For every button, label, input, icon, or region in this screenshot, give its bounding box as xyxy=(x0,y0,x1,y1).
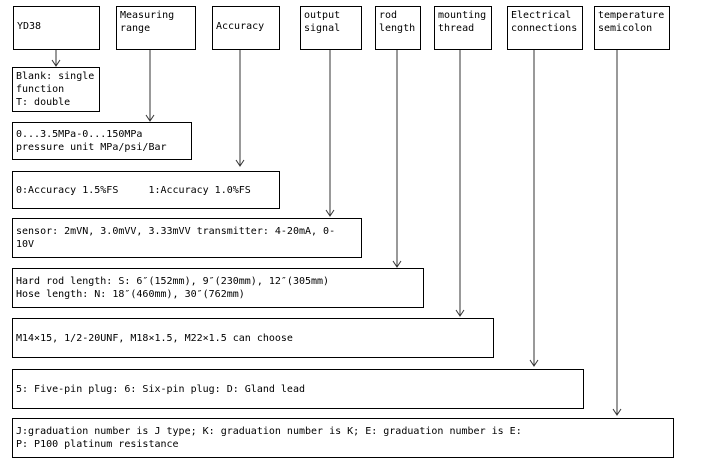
header-rod-length: rod length xyxy=(375,6,421,50)
header-electrical-connections: Electrical connections xyxy=(507,6,583,50)
arrow-output-signal xyxy=(325,50,335,217)
arrow-model xyxy=(51,50,61,67)
option-function: Blank: single function T: double xyxy=(12,67,100,112)
arrow-temperature xyxy=(612,50,622,416)
arrow-rod-length xyxy=(392,50,402,268)
option-signal: sensor: 2mVN, 3.0mVV, 3.33mVV transmitte… xyxy=(12,218,362,258)
header-measuring-range: Measuring range xyxy=(116,6,196,50)
option-temperature: J:graduation number is J type; K: gradua… xyxy=(12,418,674,458)
option-accuracy: 0:Accuracy 1.5%FS 1:Accuracy 1.0%FS xyxy=(12,171,280,209)
arrow-accuracy xyxy=(235,50,245,167)
header-temperature: temperature semicolon xyxy=(594,6,670,50)
arrow-measuring-range xyxy=(145,50,155,122)
option-range: 0...3.5MPa-0...150MPa pressure unit MPa/… xyxy=(12,122,192,160)
option-thread: M14×15, 1/2-20UNF, M18×1.5, M22×1.5 can … xyxy=(12,318,494,358)
arrow-electrical-connections xyxy=(529,50,539,367)
header-output-signal: output signal xyxy=(300,6,362,50)
header-accuracy: Accuracy xyxy=(212,6,280,50)
option-rod: Hard rod length: S: 6″(152mm), 9″(230mm)… xyxy=(12,268,424,308)
header-model: YD38 xyxy=(13,6,100,50)
header-mounting-thread: mounting thread xyxy=(434,6,492,50)
arrow-mounting-thread xyxy=(455,50,465,317)
option-electrical: 5: Five-pin plug: 6: Six-pin plug: D: Gl… xyxy=(12,369,584,409)
